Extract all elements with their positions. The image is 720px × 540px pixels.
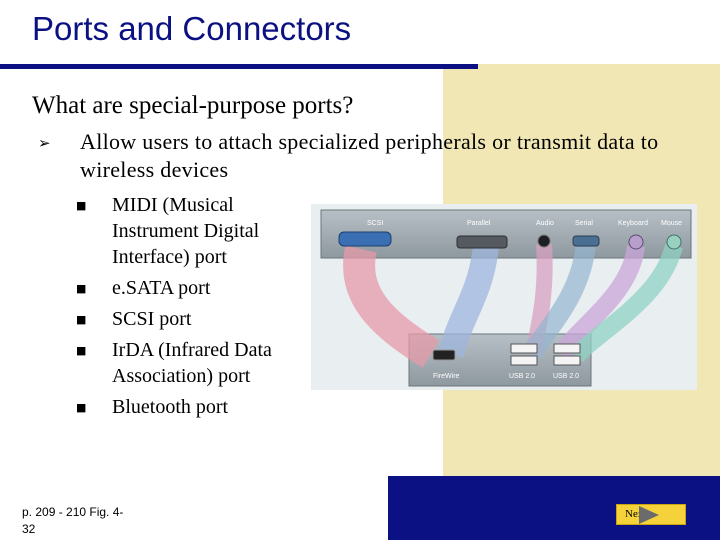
usb-port	[510, 355, 538, 366]
port-label-mouse: Mouse	[661, 220, 682, 227]
firewire-port	[432, 349, 456, 361]
page-reference: p. 209 - 210 Fig. 4-32	[22, 505, 124, 536]
mouse-port	[666, 234, 682, 250]
sub-bullet-label: SCSI port	[112, 308, 192, 330]
serial-port	[572, 235, 600, 247]
arrow-bullet-icon: ➢	[38, 134, 51, 152]
slide-title: Ports and Connectors	[32, 10, 352, 47]
scsi-port	[338, 231, 392, 247]
usb-port	[553, 355, 581, 366]
sub-bullet-label: IrDA (Infrared Data Association) port	[112, 339, 272, 387]
port-label-firewire: FireWire	[433, 373, 460, 380]
square-bullet-icon: ■	[76, 199, 87, 212]
sub-bullet-item: ■ e.SATA port	[70, 275, 320, 301]
port-label-usb: USB 2.0	[553, 373, 579, 380]
sub-bullet-item: ■ Bluetooth port	[70, 394, 320, 420]
slide-subtitle: What are special-purpose ports?	[32, 92, 354, 119]
port-label-keyboard: Keyboard	[618, 220, 648, 227]
square-bullet-icon: ■	[76, 401, 87, 414]
parallel-port	[456, 235, 508, 249]
sub-bullet-item: ■ MIDI (Musical Instrument Digital Inter…	[70, 192, 320, 270]
scsi-cable	[343, 245, 440, 368]
next-arrow-icon	[639, 506, 659, 524]
square-bullet-icon: ■	[76, 313, 87, 326]
sub-bullet-label: Bluetooth port	[112, 396, 229, 418]
port-label-audio: Audio	[536, 220, 554, 227]
port-label-serial: Serial	[575, 220, 593, 227]
port-label-usb: USB 2.0	[509, 373, 535, 380]
ports-connectors-figure: SCSI Parallel Audio Serial Keyboard Mous…	[311, 204, 697, 390]
sub-bullet-label: e.SATA port	[112, 277, 211, 299]
square-bullet-icon: ■	[76, 282, 87, 295]
usb-port	[510, 343, 538, 354]
sub-bullet-label: MIDI (Musical Instrument Digital Interfa…	[112, 194, 260, 268]
audio-port	[537, 234, 551, 248]
next-button[interactable]: Next	[616, 504, 686, 525]
port-label-scsi: SCSI	[367, 220, 383, 227]
usb-port	[553, 343, 581, 354]
parallel-cable	[438, 244, 499, 358]
sub-bullet-list: ■ MIDI (Musical Instrument Digital Inter…	[70, 192, 320, 425]
mouse-cable	[569, 243, 683, 363]
sub-bullet-item: ■ IrDA (Infrared Data Association) port	[70, 337, 320, 389]
keyboard-port	[628, 234, 644, 250]
title-underline	[0, 64, 478, 69]
main-bullet-text: Allow users to attach specialized periph…	[80, 129, 659, 182]
sub-bullet-item: ■ SCSI port	[70, 306, 320, 332]
serial-cable	[522, 242, 596, 360]
square-bullet-icon: ■	[76, 344, 87, 357]
port-label-parallel: Parallel	[467, 220, 491, 227]
